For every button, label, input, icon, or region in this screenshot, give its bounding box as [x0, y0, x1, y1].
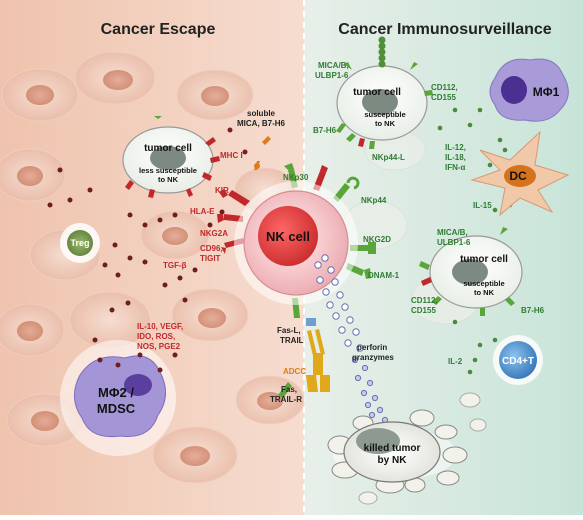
mphi2-label: MΦ2 /	[98, 385, 134, 400]
escape-labels: soluble MICA, B7-H6 MHC I KIR HLA-E NKG2…	[137, 109, 286, 351]
tumor-cell-less-susceptible: tumor cell less susceptible to NK	[122, 116, 220, 198]
treg-cell: Treg	[60, 223, 100, 263]
fas-label-1: Fas,	[281, 385, 297, 394]
cd112-mid-label-1: CD112,	[411, 296, 438, 305]
il10-label-1: IL-10, VEGF,	[137, 322, 183, 331]
soluble-label-2: MICA, B7-H6	[237, 119, 286, 128]
cancer-immunosurveillance-header: Cancer Immunosurveillance	[338, 21, 552, 38]
tumor-left-sub1: less susceptible	[139, 166, 197, 175]
cd112-top-label-1: CD112,	[431, 83, 458, 92]
cytokine-dots	[47, 107, 513, 375]
mica-mid-label-1: MICA/B,	[437, 228, 468, 237]
nkp44l-label: NKp44-L	[372, 153, 405, 162]
tumor-top-right-title: tumor cell	[353, 87, 401, 98]
tumor-mid-right-sub2: to NK	[474, 288, 495, 297]
mica-top-label-1: MICA/B,	[318, 61, 349, 70]
ligand-chain	[378, 36, 386, 68]
il12-label-2: IL-18,	[445, 153, 466, 162]
nk-cell: NK cell	[234, 181, 358, 305]
killed-tumor-line1: killed tumor	[364, 443, 421, 454]
killed-tumor-line2: by NK	[378, 455, 408, 466]
tumor-left-title: tumor cell	[144, 143, 192, 154]
b7h6-top-label: B7-H6	[313, 126, 337, 135]
cd96-label: CD96,	[200, 244, 223, 253]
killed-tumor: killed tumor by NK	[327, 392, 487, 505]
fasl-label-1: Fas-L,	[277, 326, 301, 335]
cd112-top-label-2: CD155	[431, 93, 456, 102]
il2-label: IL-2	[448, 357, 463, 366]
il12-label-3: IFN-α	[445, 163, 466, 172]
il10-label-2: IDO, ROS,	[137, 332, 175, 341]
il15-label: IL-15	[473, 201, 492, 210]
nkg2d-label: NKG2D	[363, 235, 391, 244]
treg-label: Treg	[70, 238, 89, 248]
b7h6-mid-label: B7-H6	[521, 306, 545, 315]
mica-top-label-2: ULBP1-6	[315, 71, 349, 80]
perforin-label-1: perforin	[357, 343, 387, 352]
il12-label-1: IL-12,	[445, 143, 466, 152]
tgfb-label: TGF-β	[163, 261, 187, 270]
soluble-label-1: soluble	[247, 109, 276, 118]
dnam1-label: DNAM-1	[368, 271, 400, 280]
hla-e-label: HLA-E	[190, 207, 215, 216]
mhc1-label: MHC I	[220, 151, 243, 160]
soluble-ligands	[227, 127, 271, 170]
nkp30-label: NKp30	[283, 173, 309, 182]
tumor-mid-right-title: tumor cell	[460, 254, 508, 265]
cd4-t-cell: CD4+T	[493, 335, 543, 385]
nkg2a-label: NKG2A	[200, 229, 228, 238]
macrophage-2-mdsc-cell: MΦ2 / MDSC	[60, 340, 176, 456]
adcc-antibody	[278, 318, 330, 398]
surveillance-labels: MICA/B, ULBP1-6 B7-H6 CD112, CD155 NKp44…	[283, 61, 545, 366]
nk-cell-label: NK cell	[266, 229, 310, 244]
tumor-cell-top-right: tumor cell susceptible to NK	[336, 36, 433, 149]
mphi1-label: MΦ1	[533, 85, 560, 99]
adcc-label: ADCC	[283, 367, 306, 376]
tumor-top-right-sub2: to NK	[375, 119, 396, 128]
macrophage-1-cell: MΦ1	[489, 58, 569, 122]
perforin-granules	[314, 254, 389, 424]
tumor-left-sub2: to NK	[158, 175, 179, 184]
cd4t-label: CD4+T	[502, 356, 534, 367]
mica-mid-label-2: ULBP1-6	[437, 238, 471, 247]
mdsc-label: MDSC	[97, 401, 136, 416]
tigit-label: TIGIT	[200, 254, 221, 263]
fasl-label-2: TRAIL	[280, 336, 304, 345]
tumor-cell-mid-right: tumor cell susceptible to NK	[419, 227, 523, 316]
fas-label-2: TRAIL-R	[270, 395, 302, 404]
tumor-top-right-sub1: susceptible	[364, 110, 405, 119]
perforin-label-2: granzymes	[352, 353, 394, 362]
cd112-mid-label-2: CD155	[411, 306, 436, 315]
il10-label-3: NOS, PGE2	[137, 342, 181, 351]
tumor-mid-right-sub1: susceptible	[463, 279, 504, 288]
cancer-escape-header: Cancer Escape	[101, 21, 216, 38]
killing-labels: Fas-L, TRAIL ADCC Fas, TRAIL-R perforin …	[270, 326, 394, 404]
nkp44-label: NKp44	[361, 196, 387, 205]
dendritic-cell: DC	[470, 130, 570, 217]
dc-label: DC	[509, 169, 527, 183]
